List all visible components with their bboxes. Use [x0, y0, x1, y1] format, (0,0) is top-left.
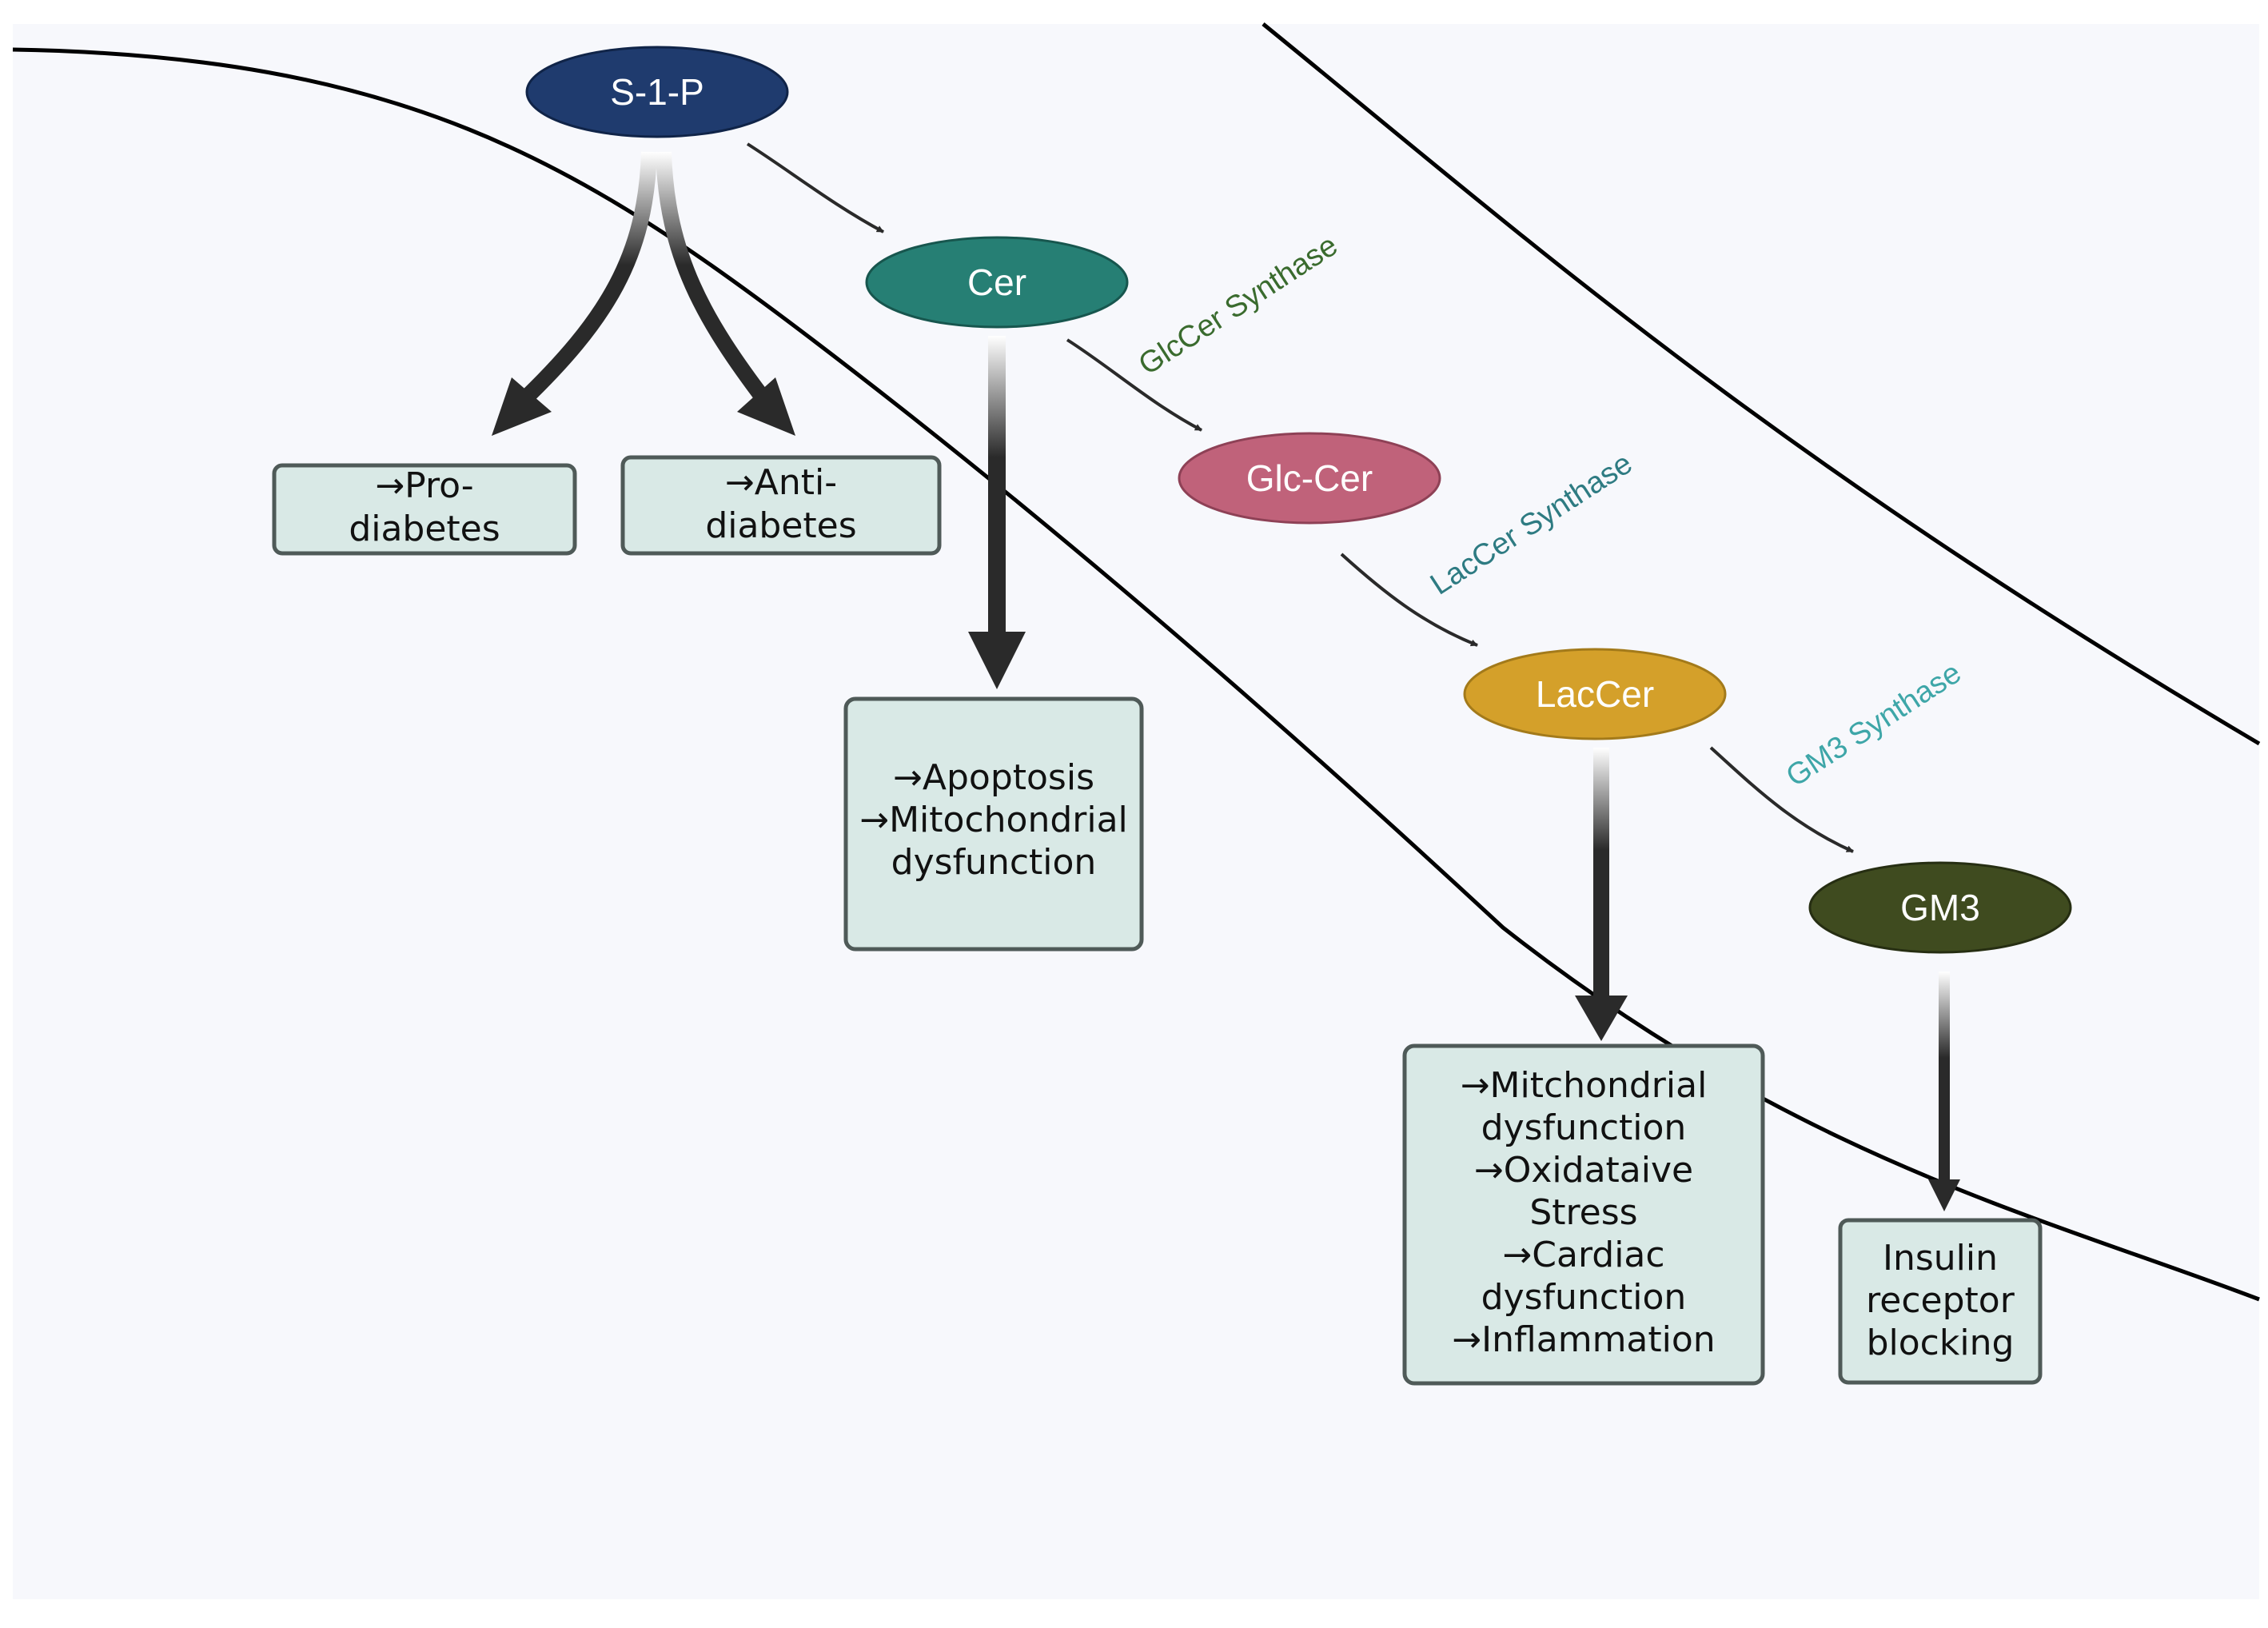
gm3-effects-line-1: Insulin [1883, 1238, 1998, 1279]
laccer-node: LacCer [1463, 648, 1727, 740]
laccer-to-gm3-arrow [1709, 746, 1854, 853]
anti-diabetes-box: →Anti- diabetes [620, 455, 942, 556]
gm3-effects-line-3: blocking [1867, 1323, 2015, 1363]
cer-effects-line-3: dysfunction [891, 842, 1097, 883]
membrane-line-inner [12, 47, 2260, 1302]
s1p-to-anti-diabetes-arrow [656, 151, 795, 436]
glccer-node: Glc-Cer [1178, 432, 1441, 525]
laccer-label: LacCer [1536, 673, 1654, 715]
cer-node: Cer [865, 236, 1129, 329]
cer-effects-line-2: →Mitochondrial [859, 800, 1128, 840]
s1p-node: S-1-P [525, 46, 789, 138]
gm3-effects-line-2: receptor [1866, 1280, 2015, 1321]
cer-to-effects-arrow [968, 336, 1026, 689]
laccer-effects-line-6: dysfunction [1481, 1277, 1687, 1318]
laccer-effects-line-4: Stress [1529, 1192, 1637, 1233]
gm3-effects-box: Insulin receptor blocking [1838, 1218, 2043, 1385]
anti-diabetes-line-2: diabetes [705, 505, 856, 546]
laccer-to-effects-arrow [1575, 748, 1628, 1041]
s1p-label: S-1-P [610, 71, 704, 113]
membrane-line-outer [1262, 22, 2261, 746]
cer-to-glccer-arrow [1066, 338, 1202, 432]
laccer-effects-line-3: →Oxidataive [1474, 1150, 1693, 1191]
cer-label: Cer [967, 261, 1026, 303]
gm3-label: GM3 [1900, 887, 1980, 928]
laccer-effects-box: →Mitchondrial dysfunction →Oxidataive St… [1402, 1043, 1765, 1386]
glccer-to-laccer-arrow [1340, 553, 1478, 647]
glccer-label: Glc-Cer [1246, 457, 1373, 499]
pro-diabetes-line-2: diabetes [349, 509, 500, 549]
gm3-to-effects-arrow [1928, 972, 1960, 1211]
cer-effects-box: →Apoptosis →Mitochondrial dysfunction [843, 696, 1144, 952]
laccer-effects-line-1: →Mitchondrial [1461, 1065, 1708, 1106]
pro-diabetes-line-1: →Pro- [375, 465, 473, 506]
laccer-effects-line-5: →Cardiac [1502, 1235, 1664, 1275]
pro-diabetes-box: →Pro- diabetes [272, 463, 577, 556]
laccer-effects-line-2: dysfunction [1481, 1107, 1687, 1148]
anti-diabetes-line-1: →Anti- [725, 462, 837, 503]
s1p-to-cer-arrow [746, 142, 884, 233]
cer-effects-line-1: →Apoptosis [893, 757, 1094, 798]
gm3-node: GM3 [1808, 861, 2072, 954]
laccer-effects-line-7: →Inflammation [1452, 1319, 1715, 1360]
s1p-to-pro-diabetes-arrow [492, 151, 657, 436]
